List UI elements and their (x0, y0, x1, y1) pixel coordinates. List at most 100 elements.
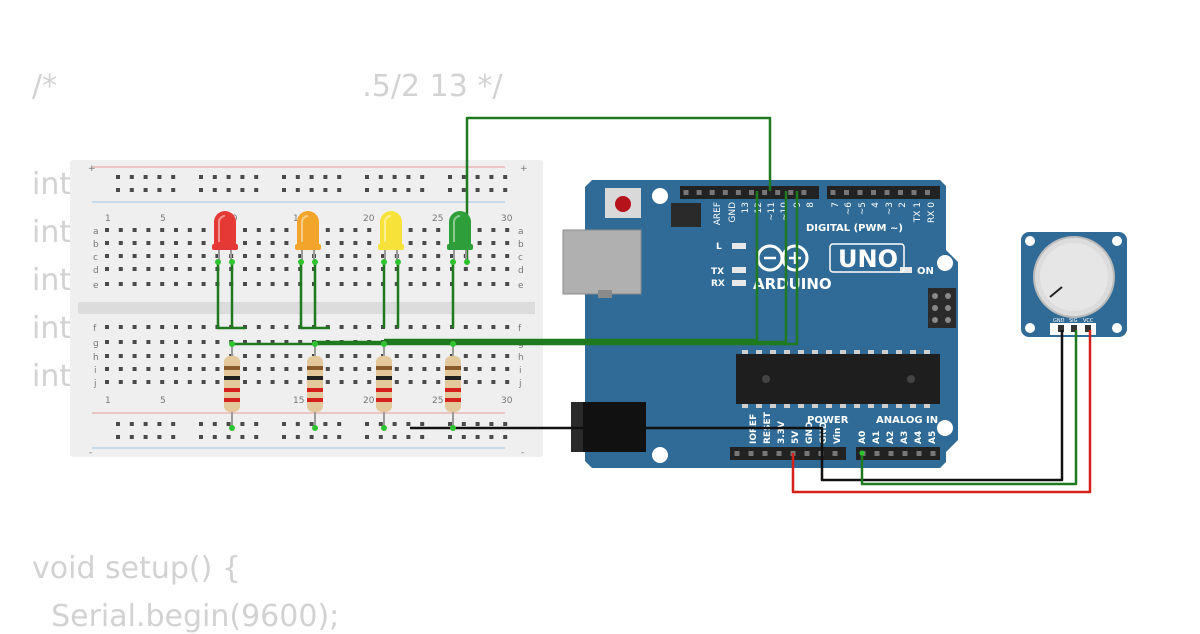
rail-hole (309, 175, 314, 179)
code-int-line-1: int (32, 167, 72, 202)
breadboard-hole (105, 228, 109, 232)
chip-pin (910, 350, 916, 354)
leds (212, 211, 473, 262)
rail-hole (406, 422, 411, 426)
rail-hole (212, 175, 217, 179)
digital-pin-label: RX 0 (927, 202, 937, 223)
digital-pin-label: TX 1 (913, 202, 923, 223)
breadboard-hole (491, 354, 496, 358)
rail-hole (212, 435, 217, 439)
breadboard-hole (353, 267, 358, 271)
breadboard-hole (491, 254, 496, 258)
breadboard-hole (187, 241, 192, 245)
breadboard-hole (105, 254, 109, 258)
digital-pin-label: ~3 (885, 202, 895, 215)
header-pin (930, 451, 936, 456)
bottom-number-30: 30 (501, 396, 513, 406)
rail-hole (420, 422, 425, 426)
header-pin (748, 451, 754, 456)
breadboard-hole (477, 254, 482, 258)
reset-button[interactable] (615, 196, 631, 212)
breadboard-hole (408, 228, 413, 232)
row-letter-b-right: b (518, 240, 524, 250)
breadboard-hole (463, 282, 468, 286)
header-pin (857, 190, 863, 195)
chip-pin (742, 404, 748, 408)
breadboard-center-channel (78, 302, 535, 314)
rail-hole (199, 175, 203, 179)
breadboard-hole (174, 254, 178, 258)
digital-pin-label: 12 (754, 202, 764, 213)
rail-hole (171, 422, 176, 426)
code-int-line-3: int (32, 263, 72, 298)
breadboard-hole (201, 254, 206, 258)
chip-pin (910, 404, 916, 408)
breadboard-hole (436, 354, 441, 358)
breadboard-hole (132, 340, 137, 344)
breadboard-hole (118, 367, 123, 371)
breadboard-hole (160, 241, 165, 245)
breadboard-hole (298, 340, 303, 344)
pot-sig-label: SIG (1069, 318, 1078, 324)
pot-hole-tl (1025, 236, 1035, 246)
rail-hole (461, 422, 466, 426)
breadboard: + + - - 1 5 10 15 20 25 30 1 5 10 15 20 … (70, 160, 543, 458)
analog-pin-label: A0 (858, 431, 868, 444)
breadboard-hole (284, 282, 289, 286)
breadboard-hole (187, 267, 192, 271)
rail-hole (461, 188, 466, 192)
header-pin (722, 190, 728, 195)
breadboard-hole (422, 380, 427, 384)
breadboard-hole (132, 367, 137, 371)
breadboard-hole (339, 380, 344, 384)
rail-hole (337, 435, 342, 439)
top-number-1: 1 (105, 214, 111, 224)
chip-pin (742, 350, 748, 354)
breadboard-hole (298, 354, 303, 358)
breadboard-hole (160, 325, 165, 329)
rail-hole (392, 188, 397, 192)
usb-tab (598, 290, 612, 298)
resistor-4 (445, 344, 461, 428)
tx-led (732, 267, 746, 273)
analog-pin-label: A3 (900, 431, 910, 444)
breadboard-hole (243, 228, 247, 232)
breadboard-hole (118, 325, 123, 329)
chip-dot-left (762, 375, 770, 383)
breadboard-hole (174, 267, 178, 271)
breadboard-hole (477, 228, 482, 232)
breadboard-hole (491, 325, 496, 329)
breadboard-hole (491, 367, 496, 371)
rail-hole (143, 175, 148, 179)
pot-hole-br (1112, 323, 1122, 333)
breadboard-hole (132, 325, 137, 329)
breadboard-hole (422, 367, 427, 371)
chip-pin (798, 404, 804, 408)
mount-hole-bottom-right (937, 420, 953, 436)
analog-pin-label: A4 (914, 431, 924, 444)
breadboard-hole (256, 367, 261, 371)
breadboard-hole (105, 354, 109, 358)
rail-hole (337, 175, 342, 179)
chip-pin (882, 404, 888, 408)
rail-hole (420, 435, 425, 439)
breadboard-hole (243, 282, 247, 286)
rail-hole (503, 175, 508, 179)
rail-hole (226, 188, 231, 192)
top-number-25: 25 (432, 214, 443, 224)
breadboard-hole (174, 325, 178, 329)
breadboard-hole (353, 254, 358, 258)
chip-pin (812, 350, 818, 354)
bottom-number-5: 5 (160, 396, 166, 406)
breadboard-hole (256, 325, 261, 329)
row-letter-i-right: i (519, 366, 522, 376)
breadboard-hole (422, 254, 427, 258)
breadboard-hole (187, 340, 192, 344)
breadboard-hole (339, 254, 344, 258)
breadboard-hole (325, 241, 330, 245)
breadboard-hole (339, 267, 344, 271)
rail-hole (503, 422, 508, 426)
green-led (447, 211, 473, 262)
row-letter-h-left: h (93, 353, 99, 363)
breadboard-hole (353, 354, 358, 358)
